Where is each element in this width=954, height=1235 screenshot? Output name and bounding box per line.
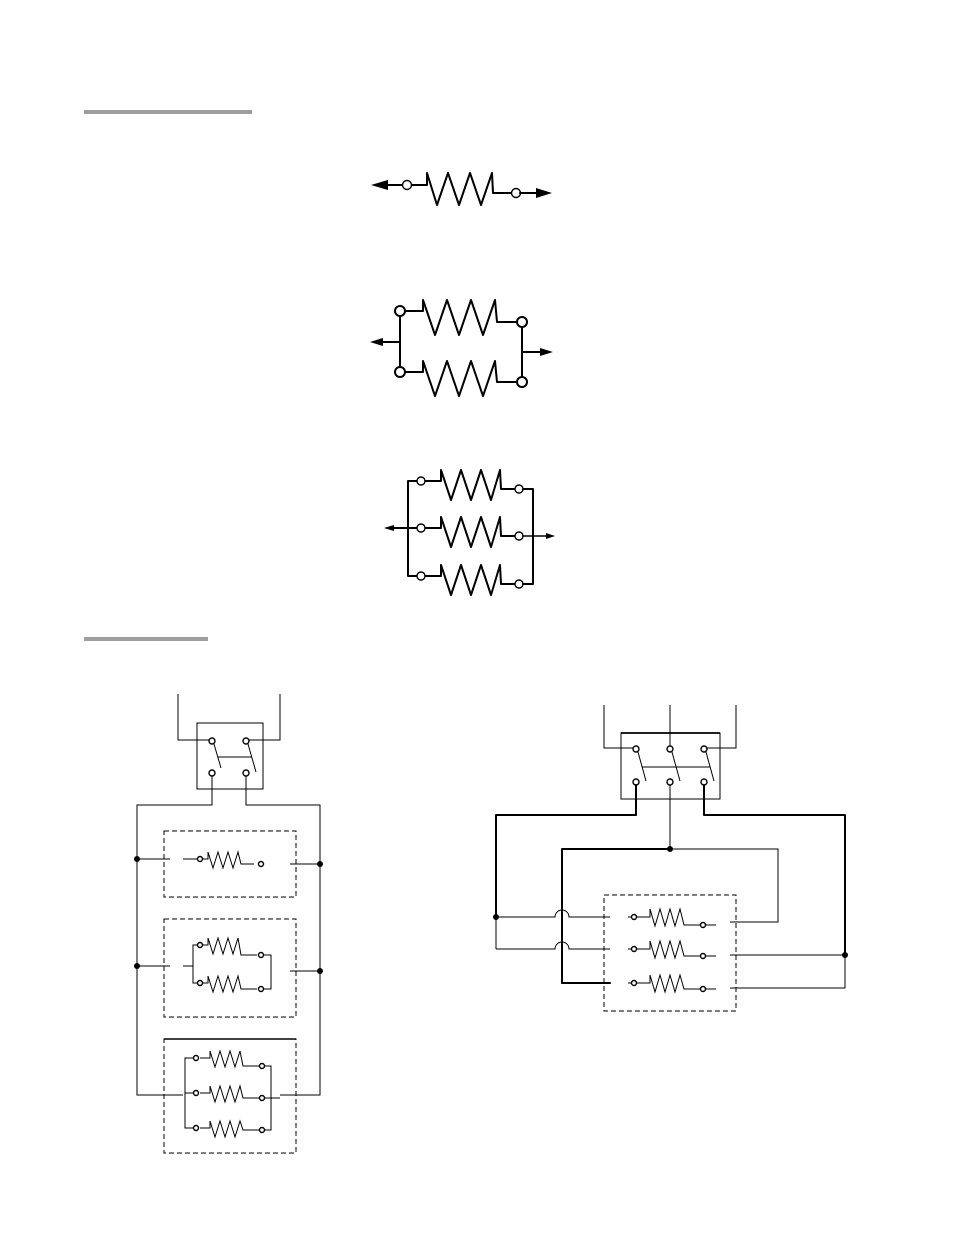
terminal [395,367,405,377]
terminal [417,572,425,580]
left-arrow-icon [370,338,383,346]
terminal [632,947,637,952]
heating-element [405,300,517,335]
heating-element [425,565,515,595]
heating-element [425,470,515,500]
terminal [194,1091,199,1096]
terminal [515,580,523,588]
switch-contact [701,746,707,752]
terminal [198,981,203,986]
three-pole-switch-wiring-diagram [493,705,848,1011]
switch-contact [633,746,639,752]
heater-block [604,895,736,1011]
three-element-parallel-diagram [384,470,555,595]
heating-element [200,1051,259,1067]
switch-box [197,723,263,789]
two-pole-switch-wiring-diagram [134,694,323,1153]
two-element-parallel-diagram [370,300,553,396]
single-element-diagram [371,173,552,205]
switch-blade [214,744,221,768]
terminal [194,1056,199,1061]
switch-contact [243,770,249,776]
heating-element [637,975,700,992]
switch-contact [209,770,215,776]
terminal [517,317,527,327]
right-arrow-icon [536,188,552,198]
terminal [701,954,706,959]
terminal [259,953,264,958]
right-arrow-icon [546,533,555,539]
left-arrow-icon [384,525,394,531]
terminal [515,485,523,493]
left-arrow-icon [371,180,388,190]
terminal [260,1064,265,1069]
terminal [632,981,637,986]
terminal [395,306,405,316]
terminal [701,923,706,928]
heating-element [410,173,512,205]
heater-block [164,831,296,897]
heating-element [200,1121,259,1137]
switch-contact [667,746,673,752]
heating-element [203,976,257,992]
terminal [198,857,203,862]
heating-element [637,941,700,958]
heating-element [405,361,517,396]
heater-block [164,1039,296,1153]
terminal [403,181,412,190]
terminal [632,915,637,920]
terminal [701,987,706,992]
terminal [194,1126,199,1131]
right-arrow-icon [540,348,553,356]
terminal [260,1128,265,1133]
heating-element [425,517,515,547]
switch-contact [243,738,249,744]
heating-element [637,909,700,926]
heating-element [183,852,254,868]
switch-blade [248,744,256,772]
heater-block [164,919,296,1017]
terminal [417,524,425,532]
terminal [259,862,264,867]
heating-element [203,938,257,955]
switch-contact [667,779,673,785]
terminal [198,943,203,948]
terminal [515,532,523,540]
terminal [259,987,264,992]
heating-element [200,1086,259,1102]
terminal [417,477,425,485]
terminal [517,377,527,387]
terminal [260,1096,265,1101]
switch-contact [209,738,215,744]
